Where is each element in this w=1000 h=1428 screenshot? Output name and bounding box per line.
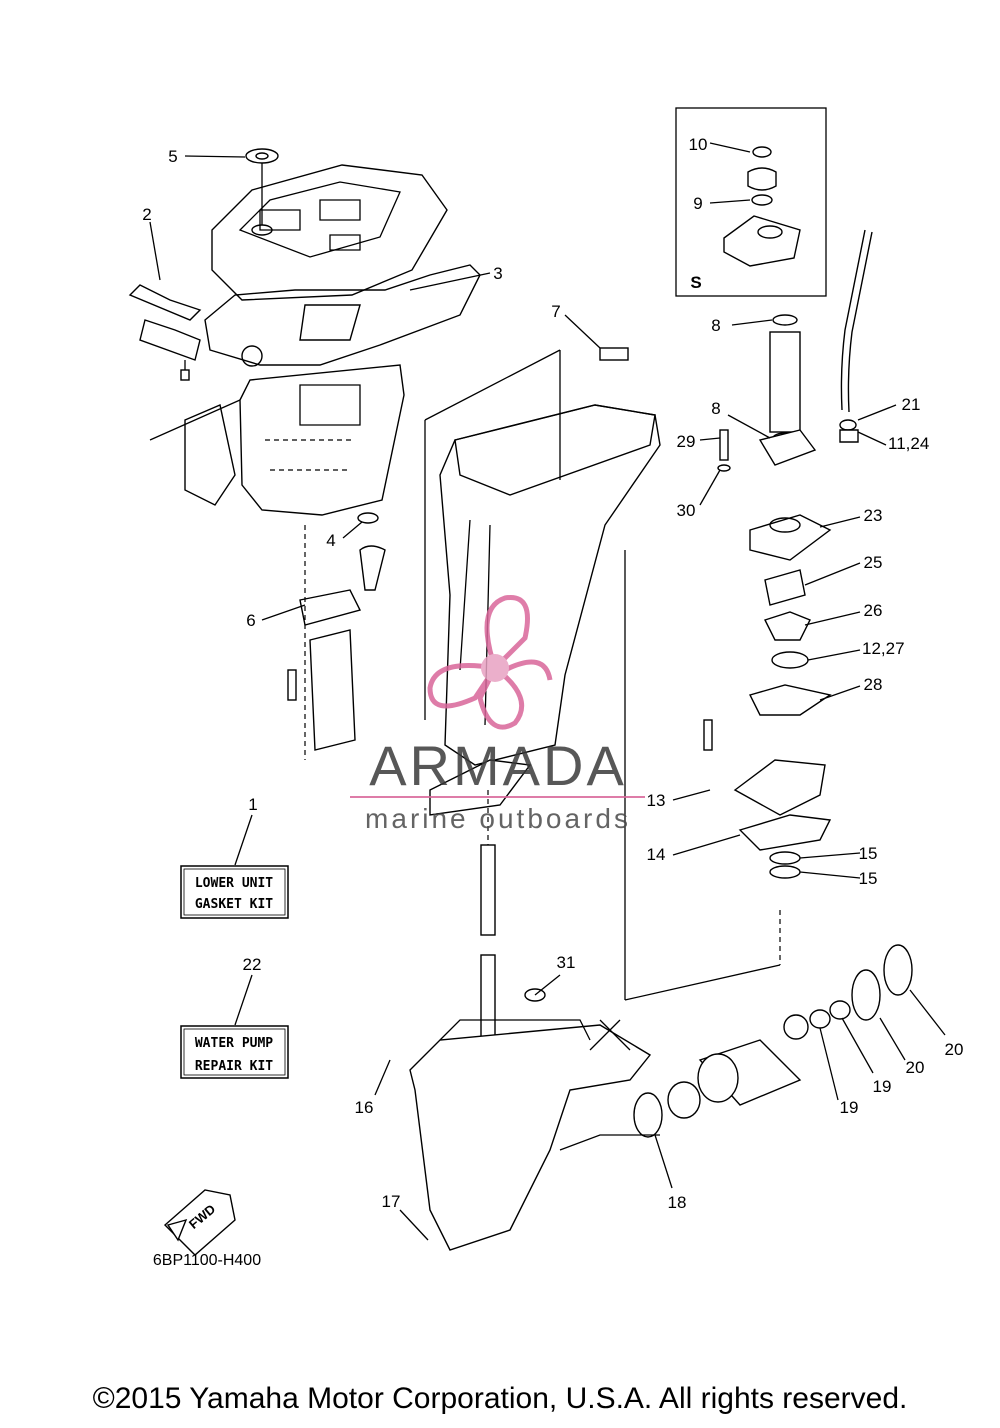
callout-2[interactable]: 2 xyxy=(142,205,151,224)
callout-8b[interactable]: 8 xyxy=(711,399,720,418)
callout-18[interactable]: 18 xyxy=(668,1193,687,1212)
callout-5[interactable]: 5 xyxy=(168,147,177,166)
callout-16[interactable]: 16 xyxy=(355,1098,374,1117)
watermark-brand: ARMADA xyxy=(369,734,627,797)
callout-12-27[interactable]: 12,27 xyxy=(862,639,905,658)
callout-8a[interactable]: 8 xyxy=(711,316,720,335)
o-ring-20b xyxy=(883,944,913,996)
drive-shaft xyxy=(480,844,496,936)
upper-casing xyxy=(439,404,661,766)
lower-unit-gasket-kit-box[interactable]: LOWER UNIT GASKET KIT xyxy=(180,865,289,919)
callout-7[interactable]: 7 xyxy=(551,302,560,321)
callout-11-24[interactable]: 11,24 xyxy=(888,434,929,453)
watermark-tagline: marine outboards xyxy=(365,803,631,834)
callout-20b[interactable]: 20 xyxy=(945,1040,964,1059)
kit-22-line2: REPAIR KIT xyxy=(195,1059,273,1074)
callout-labels: 1 2 3 4 5 6 7 8 8 9 10 11,24 12,27 13 14… xyxy=(142,135,963,1212)
lower-unit xyxy=(409,1024,652,1251)
callout-14[interactable]: 14 xyxy=(647,845,666,864)
kit-1-line1: LOWER UNIT xyxy=(195,876,273,891)
callout-30[interactable]: 30 xyxy=(677,501,696,520)
pump-base xyxy=(733,759,826,816)
copyright-notice: ©2015 Yamaha Motor Corporation, U.S.A. A… xyxy=(93,1382,908,1415)
callout-20a[interactable]: 20 xyxy=(906,1058,925,1077)
gasket-3 xyxy=(204,264,481,366)
callout-3[interactable]: 3 xyxy=(493,264,502,283)
callout-15a[interactable]: 15 xyxy=(859,844,878,863)
gasket-2 xyxy=(128,284,202,321)
callout-13[interactable]: 13 xyxy=(647,791,666,810)
callout-23[interactable]: 23 xyxy=(864,506,883,525)
callout-15b[interactable]: 15 xyxy=(859,869,878,888)
callout-28[interactable]: 28 xyxy=(864,675,883,694)
callout-17[interactable]: 17 xyxy=(382,1192,401,1211)
seal-5 xyxy=(245,148,279,164)
callout-4[interactable]: 4 xyxy=(326,531,335,550)
callout-6[interactable]: 6 xyxy=(246,611,255,630)
callout-1[interactable]: 1 xyxy=(248,795,257,814)
callout-21[interactable]: 21 xyxy=(902,395,921,414)
pump-housing-23 xyxy=(749,514,832,561)
callout-25[interactable]: 25 xyxy=(864,553,883,572)
clip-7 xyxy=(599,347,629,361)
callout-29[interactable]: 29 xyxy=(677,432,696,451)
kit-1-line2: GASKET KIT xyxy=(195,897,273,912)
impeller-26 xyxy=(764,611,811,641)
callout-31[interactable]: 31 xyxy=(557,953,576,972)
inset-label: S xyxy=(690,273,701,292)
callout-19a[interactable]: 19 xyxy=(840,1098,859,1117)
diagram-code: 6BP1100-H400 xyxy=(153,1252,261,1269)
fwd-arrow-icon xyxy=(163,1189,236,1256)
callout-9[interactable]: 9 xyxy=(693,194,702,213)
callout-19b[interactable]: 19 xyxy=(873,1077,892,1096)
callout-10[interactable]: 10 xyxy=(689,135,708,154)
callout-22[interactable]: 22 xyxy=(243,955,262,974)
kit-22-line1: WATER PUMP xyxy=(195,1036,273,1051)
exhaust-guide xyxy=(211,164,448,301)
armada-watermark: ARMADA marine outboards xyxy=(350,595,645,834)
parts-drawing xyxy=(128,107,946,1256)
callout-26[interactable]: 26 xyxy=(864,601,883,620)
water-tube xyxy=(769,331,801,433)
inset-box xyxy=(675,107,827,297)
exhaust-pipe xyxy=(309,629,356,751)
o-ring-20a xyxy=(851,969,881,1021)
propeller-logo-icon xyxy=(427,595,553,730)
o-ring-18 xyxy=(633,1092,663,1138)
water-pump-repair-kit-box[interactable]: WATER PUMP REPAIR KIT xyxy=(180,1025,289,1079)
